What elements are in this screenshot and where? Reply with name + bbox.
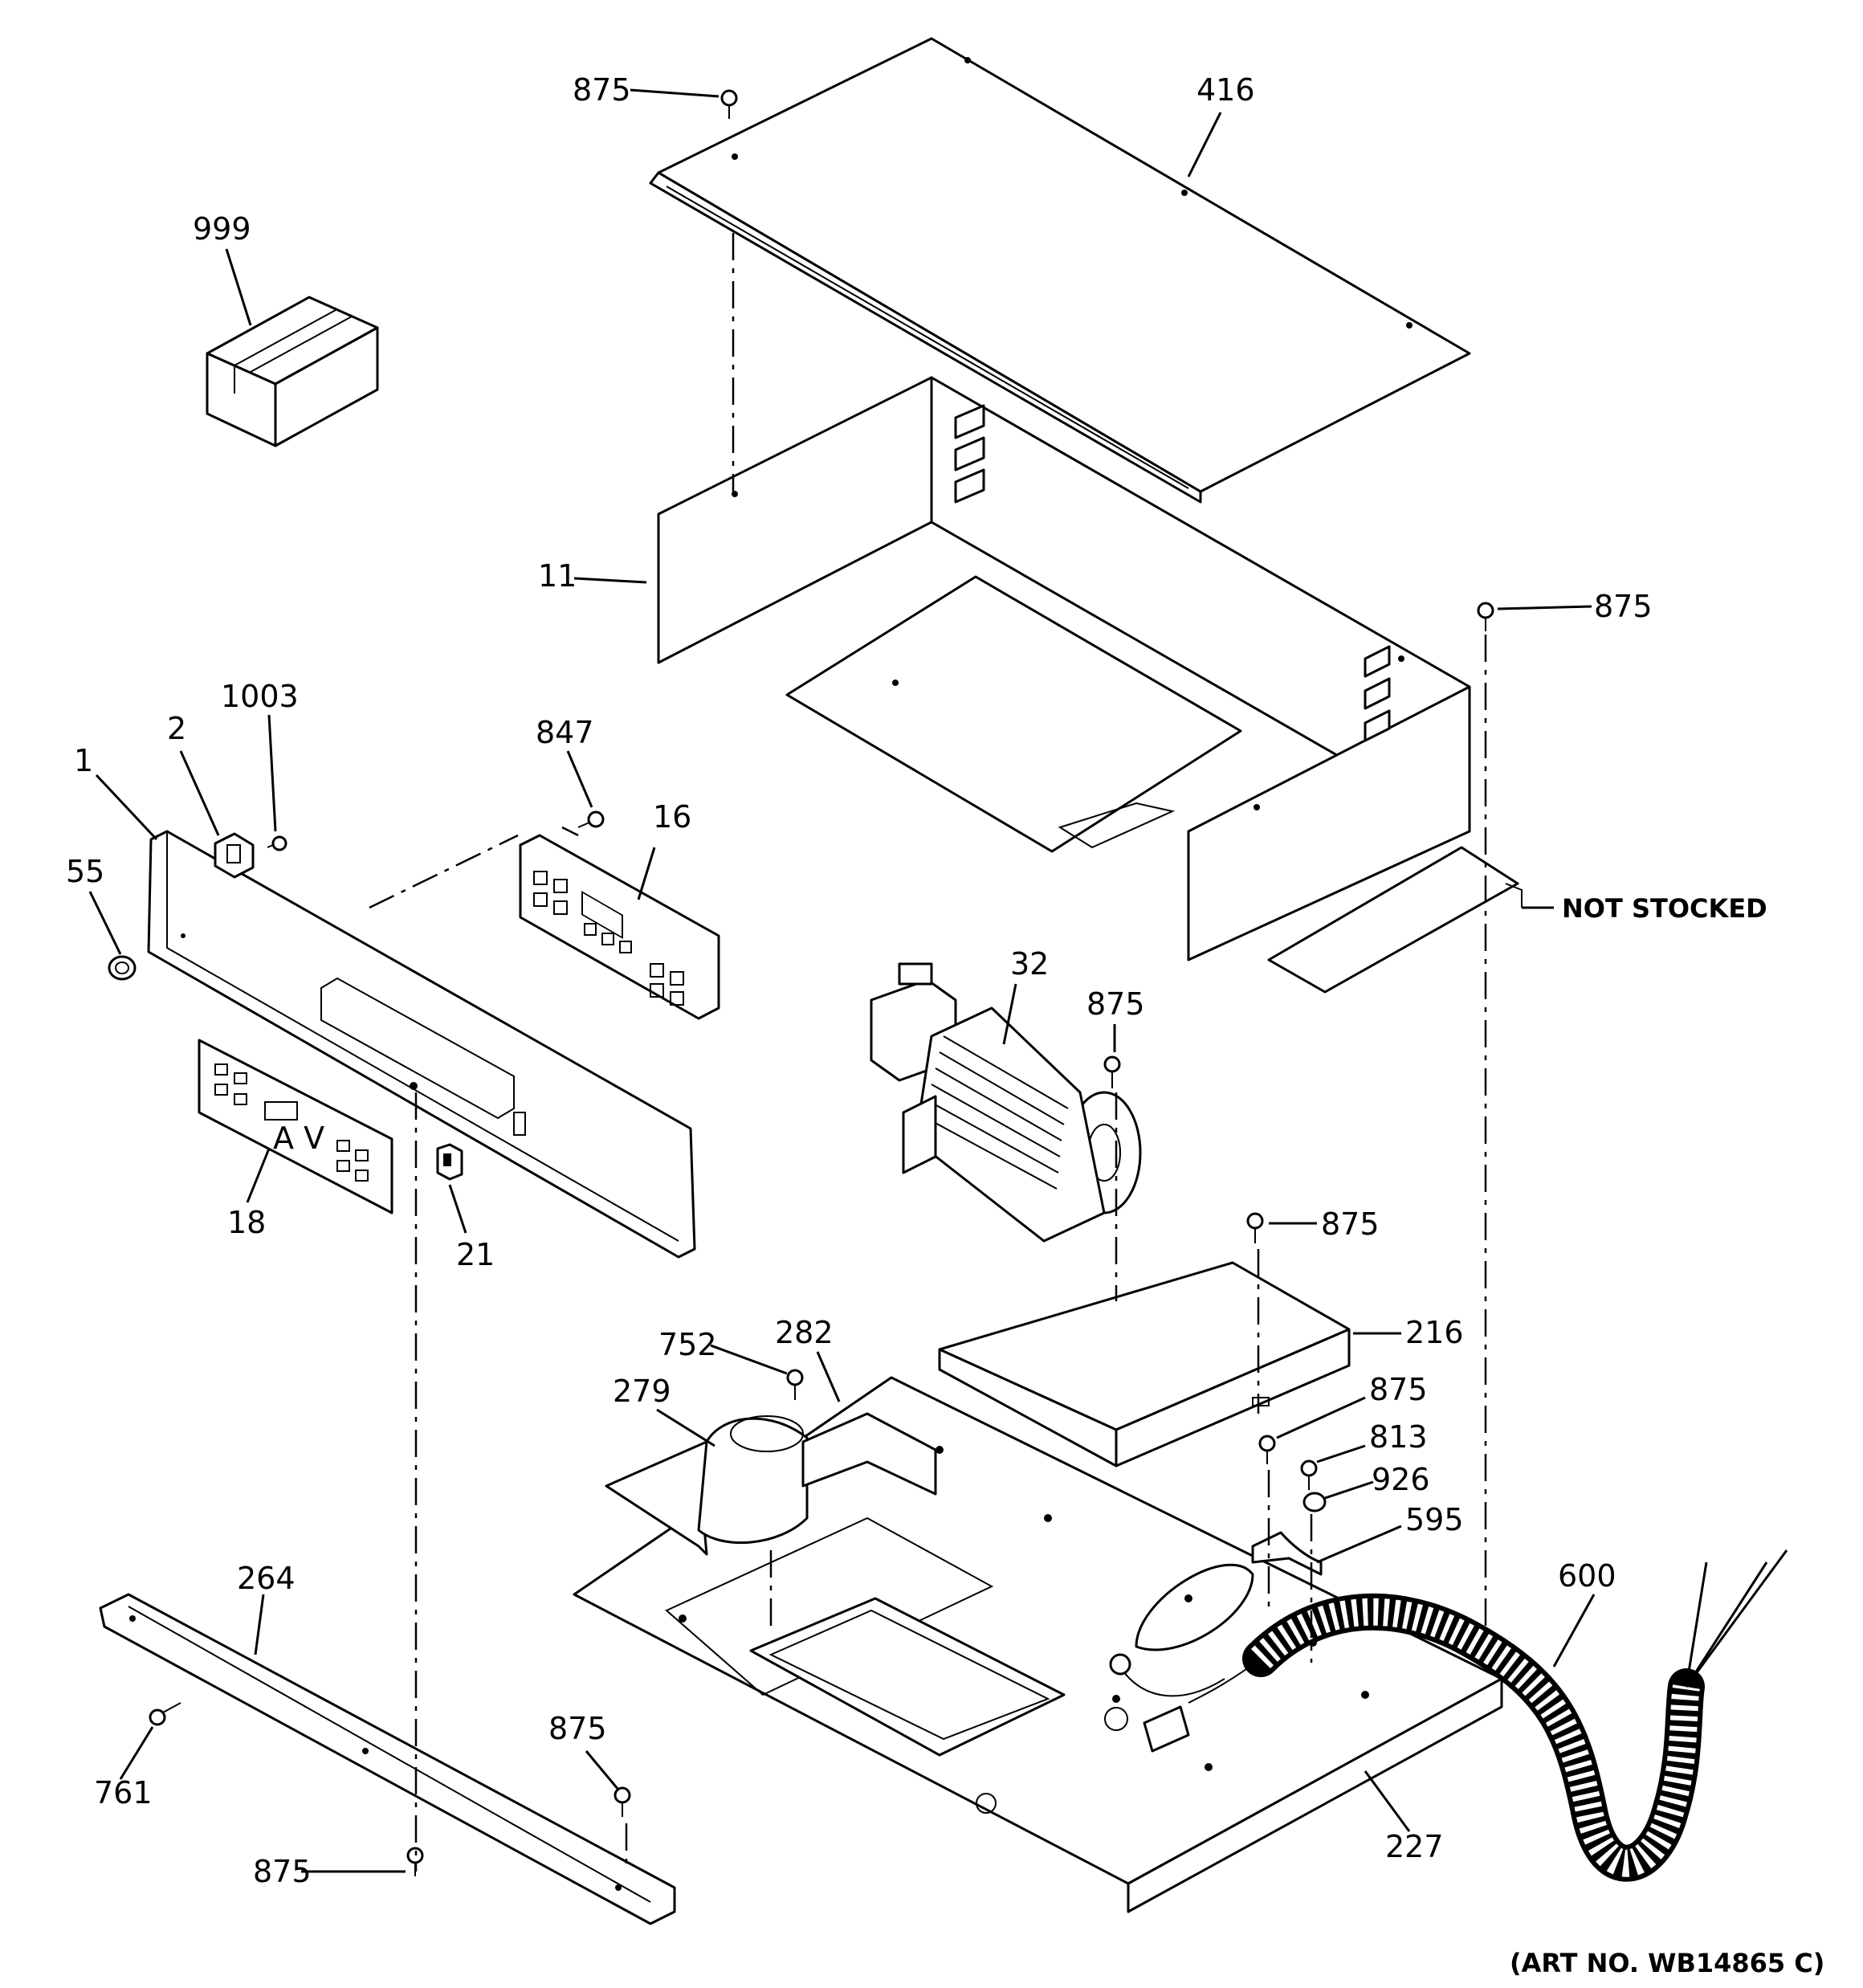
callout-926: 926: [1372, 1462, 1430, 1497]
screw-875-clip: [1258, 1435, 1276, 1464]
callout-21: 21: [456, 1237, 495, 1272]
callout-875-bottom: 875: [253, 1854, 312, 1889]
callout-18: 18: [227, 1205, 266, 1240]
callout-600: 600: [1558, 1558, 1616, 1594]
callout-416: 416: [1196, 72, 1255, 108]
callout-875-top: 875: [573, 72, 631, 108]
part-813-screw: [1300, 1459, 1318, 1490]
callout-1: 1: [74, 743, 93, 778]
part-32-blower: [870, 962, 1142, 1243]
center-lines: [369, 233, 1487, 1872]
screw-761: [149, 1702, 181, 1726]
callout-875-panel: 875: [1321, 1206, 1380, 1242]
part-264-bracket: [99, 1593, 676, 1925]
callout-216: 216: [1405, 1315, 1464, 1350]
screw-875-right: [1477, 602, 1494, 631]
part-279-duct: [605, 1415, 809, 1556]
part-18-overlay: A V: [198, 1039, 393, 1214]
callout-264: 264: [237, 1561, 296, 1596]
not-stocked-label: NOT STOCKED: [1562, 893, 1767, 924]
part-926-nut: [1302, 1492, 1327, 1512]
callout-875-bottom-right: 875: [548, 1711, 607, 1746]
callout-999: 999: [193, 211, 251, 247]
callout-752: 752: [658, 1327, 717, 1362]
part-1003-screw: [267, 835, 287, 851]
not-stocked-annotation: NOT STOCKED: [1522, 893, 1767, 924]
callout-16: 16: [653, 799, 691, 835]
callout-55: 55: [66, 854, 104, 889]
callout-2: 2: [167, 711, 186, 746]
part-600-harness: [1109, 1549, 1788, 1882]
part-16-control-board: [519, 834, 720, 1020]
part-55-knob: [108, 955, 137, 981]
callout-227: 227: [1385, 1829, 1444, 1864]
callout-282: 282: [775, 1315, 834, 1350]
part-282-duct-section: [801, 1412, 937, 1496]
part-21-switch: [436, 1143, 463, 1181]
screw-875-blower: [1103, 1055, 1121, 1088]
callout-32: 32: [1010, 946, 1049, 982]
part-1-control-panel: [147, 830, 696, 1259]
callout-11: 11: [538, 558, 577, 594]
callout-labels: 875 416 999 11 875 1003 2 847 1 16 55 32…: [66, 72, 1653, 1889]
screw-752: [786, 1369, 804, 1400]
part-416-top-cover: [649, 37, 1471, 504]
svg-text:A V: A V: [273, 1121, 324, 1156]
callout-875-right: 875: [1594, 589, 1653, 624]
part-999-box: [206, 296, 379, 447]
callout-761: 761: [94, 1775, 153, 1810]
callout-847: 847: [536, 715, 594, 750]
callout-279: 279: [613, 1374, 671, 1409]
callout-1003: 1003: [221, 679, 299, 714]
screw-875-panel: [1246, 1212, 1264, 1243]
not-stocked-bracket: [1267, 846, 1523, 994]
art-number: (ART NO. WB14865 C): [1510, 1948, 1824, 1978]
part-2-bracket: [214, 832, 255, 879]
part-847-screw: [577, 810, 605, 828]
callout-875-clip: 875: [1369, 1372, 1428, 1407]
screw-875-top: [720, 89, 738, 119]
part-216-panel: [938, 1261, 1351, 1468]
callout-595: 595: [1405, 1502, 1464, 1537]
screw-875-bottom-right: [614, 1786, 631, 1817]
part-11-housing: [657, 376, 1471, 961]
leader-lines: [88, 88, 1596, 1873]
callout-813: 813: [1369, 1419, 1428, 1455]
callout-875-blower: 875: [1086, 986, 1145, 1022]
